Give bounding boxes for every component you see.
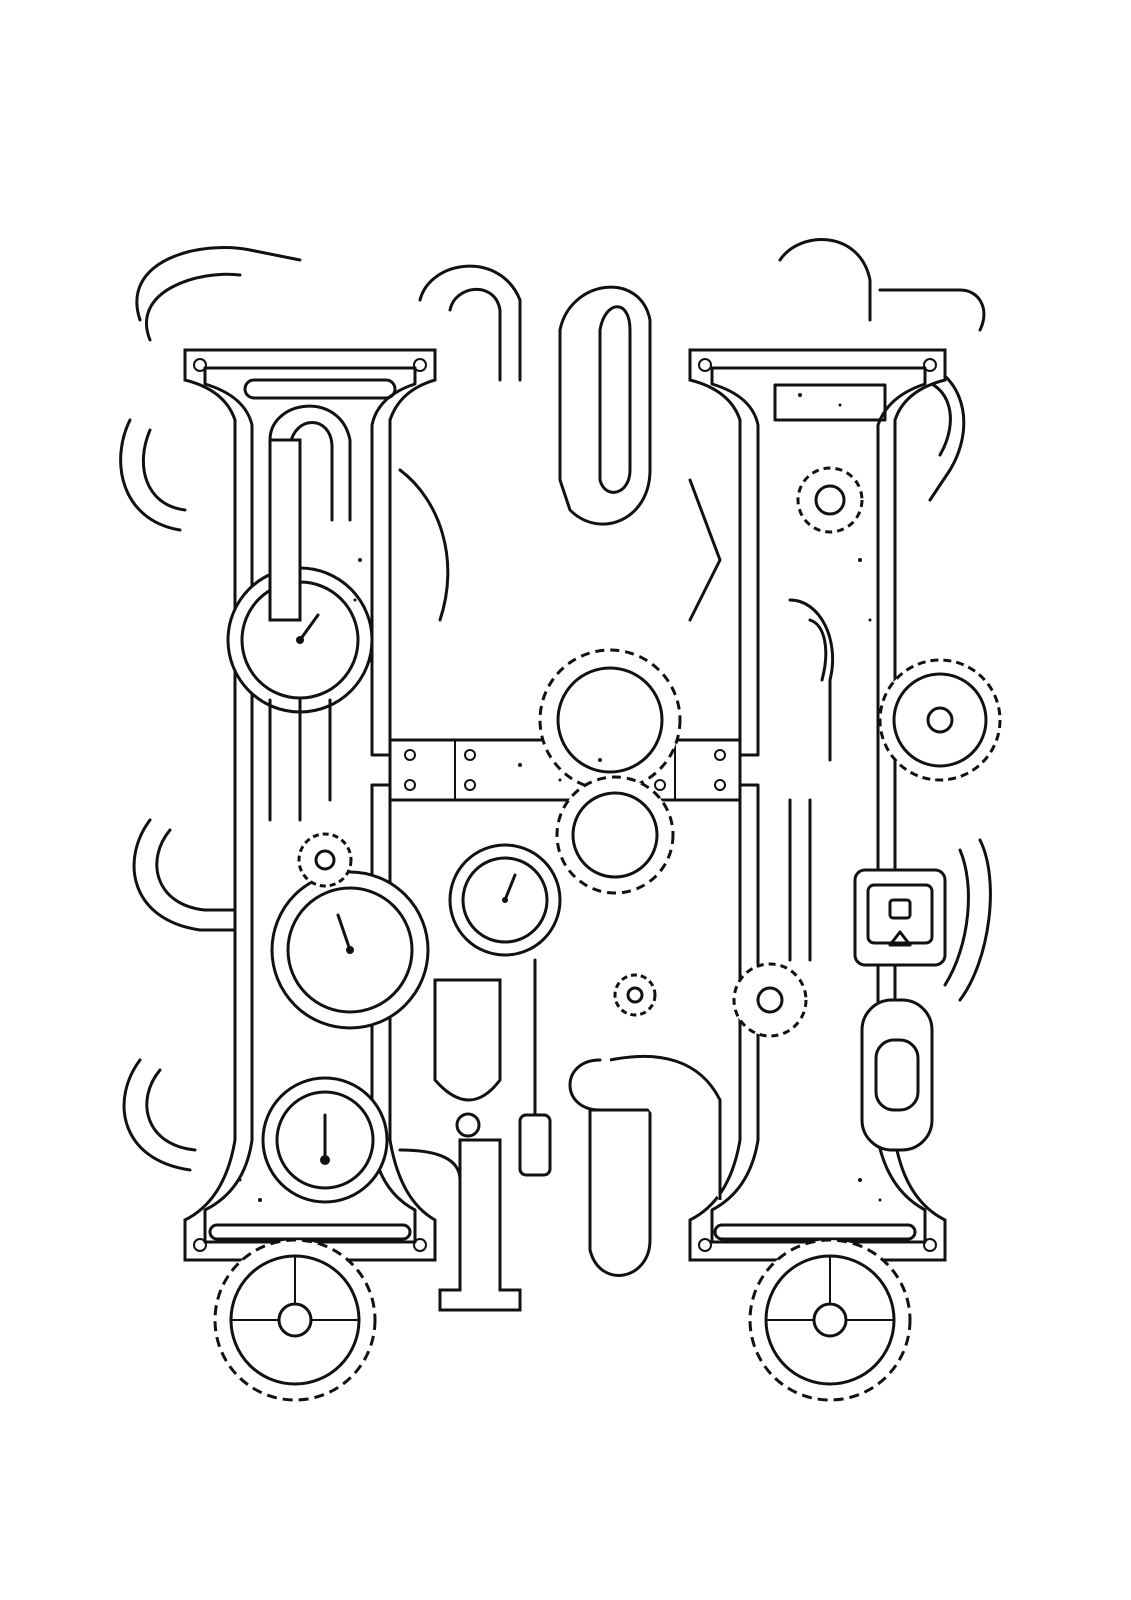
gauge-center <box>448 843 562 957</box>
gear-center-bottom <box>555 775 675 895</box>
rivet-icon <box>193 358 937 1252</box>
speckle-texture <box>238 393 882 1202</box>
gear-center-top <box>538 648 682 792</box>
gauge-icon <box>226 566 562 1204</box>
gear-lower-right-wheel <box>748 1238 912 1402</box>
pipe-icon <box>268 404 835 1200</box>
gear-icon <box>213 466 1002 1402</box>
gear-small-hanging <box>613 973 657 1017</box>
valve-icon <box>433 868 947 1177</box>
gear-upper-right <box>796 466 864 534</box>
gauge-middle-left <box>270 870 430 1030</box>
gear-right-edge <box>878 658 1002 782</box>
gear-lower-left-wheel <box>213 1238 377 1402</box>
gauge-lower-left <box>261 1076 389 1204</box>
